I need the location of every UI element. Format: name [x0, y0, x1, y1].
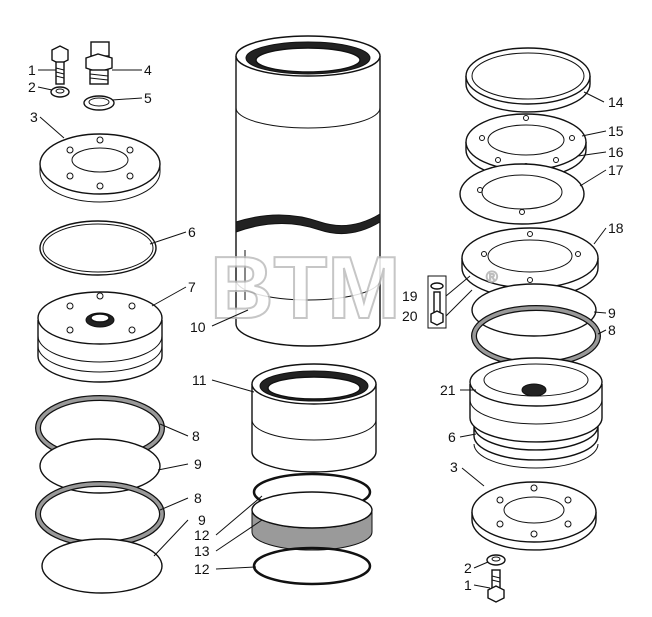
label-21: 21: [440, 382, 456, 398]
ring-part-14: [465, 47, 591, 113]
label-4: 4: [144, 62, 152, 78]
label-9-left-upper: 9: [194, 456, 202, 472]
part-labels: 1 2 4 5 3 6 7 10 11 8 9 8 9 12 13 12 14 …: [28, 62, 624, 593]
snap-ring-part-6-right: [473, 425, 599, 469]
bolt-part-1-right: [487, 569, 505, 603]
label-11: 11: [192, 372, 207, 388]
label-1-right: 1: [464, 577, 472, 593]
label-6-left: 6: [188, 224, 196, 240]
bolt-part-20: [427, 275, 447, 329]
cylinder-part-10: [235, 35, 381, 347]
label-14: 14: [608, 94, 624, 110]
fitting-part-4: [85, 41, 113, 85]
flange-part-3-right: [471, 481, 597, 551]
label-9-right: 9: [608, 305, 616, 321]
ring-part-5: [83, 95, 115, 111]
label-8-left-lower: 8: [194, 490, 202, 506]
label-17: 17: [608, 162, 624, 178]
watermark-text: BTM: [210, 238, 401, 337]
label-13: 13: [194, 543, 210, 559]
label-2-left: 2: [28, 79, 36, 95]
leader-lines: [37, 69, 607, 589]
piston-part-7: [37, 291, 163, 383]
label-3-right: 3: [450, 459, 458, 475]
label-8-right: 8: [608, 322, 616, 338]
bolt-part-1-left: [51, 45, 69, 85]
label-16: 16: [608, 144, 624, 160]
label-6-right: 6: [448, 429, 456, 445]
label-9-left-lower: 9: [198, 512, 206, 528]
label-19: 19: [402, 288, 418, 304]
gasket-part-17: [459, 163, 585, 225]
washer-part-19: [430, 282, 444, 290]
label-18: 18: [608, 220, 624, 236]
snap-ring-part-6-left: [39, 220, 157, 276]
label-12-upper: 12: [194, 527, 210, 543]
seal-part-12-lower: [252, 546, 372, 586]
label-12-lower: 12: [194, 561, 210, 577]
label-7: 7: [188, 279, 196, 295]
washer-part-2-left: [50, 86, 70, 98]
label-20: 20: [402, 308, 418, 324]
washer-part-2-right: [486, 554, 506, 566]
watermark: BTM ®: [209, 237, 499, 338]
label-5: 5: [144, 90, 152, 106]
sleeve-part-11: [251, 363, 377, 473]
label-1-left: 1: [28, 62, 36, 78]
label-3-left: 3: [30, 109, 38, 125]
watermark-registered-mark: ®: [486, 269, 498, 286]
label-15: 15: [608, 123, 624, 139]
piston-part-21: [469, 357, 603, 443]
seal-part-13: [251, 491, 373, 551]
o-ring-part-9-left-lower: [41, 538, 163, 594]
flange-part-3-left: [39, 133, 161, 203]
label-8-left-upper: 8: [192, 428, 200, 444]
o-ring-part-9-left-upper: [39, 438, 161, 494]
label-2-right: 2: [464, 560, 472, 576]
label-10: 10: [190, 319, 206, 335]
